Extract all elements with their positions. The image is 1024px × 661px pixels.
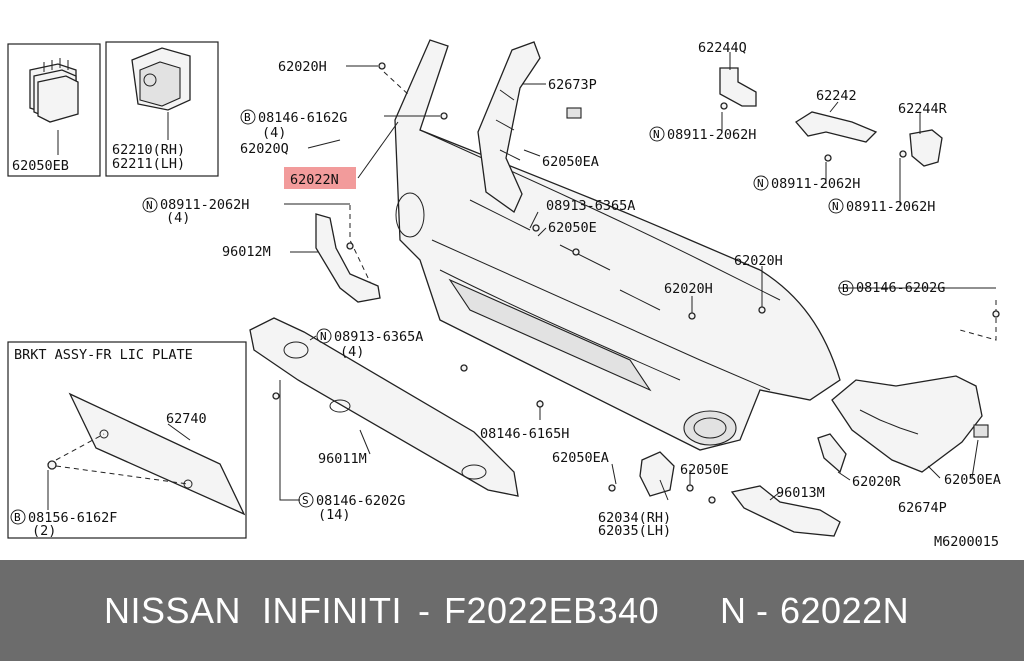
label-62244Q: 62244Q <box>698 40 747 56</box>
label-62020Q: 62020Q <box>240 141 289 157</box>
clip-stack-icon <box>29 58 79 123</box>
inset-box-lic-plate: BRKT ASSY-FR LIC PLATE <box>7 341 247 539</box>
parts-diagram: 62050EB 62210(RH) 62211(LH) <box>7 39 1001 550</box>
label-96011M: 96011M <box>318 451 367 467</box>
label-08911-left-qty: (4) <box>166 210 190 226</box>
prefix-N-2: N <box>653 128 660 141</box>
label-08146-6202G-low: 08146-6202G <box>316 493 405 509</box>
label-62050EA-top: 62050EA <box>542 154 599 170</box>
label-62211LH: 62211(LH) <box>112 156 185 172</box>
bolt-62244R <box>899 150 907 158</box>
clip-62050EA-right <box>973 424 989 438</box>
prefix-B-3: B <box>14 511 21 524</box>
label-62210RH: 62210(RH) <box>112 142 185 158</box>
bolt-62244Q <box>720 102 728 110</box>
label-62022N: 62022N <box>290 172 339 188</box>
lic-plate-title: BRKT ASSY-FR LIC PLATE <box>14 347 193 363</box>
label-62244R: 62244R <box>898 101 948 117</box>
label-08913-6365A-low: 08913-6365A <box>334 329 423 345</box>
footer-dash-1: - <box>418 590 431 631</box>
label-62673P: 62673P <box>548 77 597 93</box>
front-bumper-fascia <box>394 39 841 451</box>
clip-62050EA-top <box>566 107 582 119</box>
fasteners <box>272 62 1000 504</box>
label-08146-6202G-low-qty: (14) <box>318 507 351 523</box>
label-62242: 62242 <box>816 88 857 104</box>
bolt-08156 <box>47 460 57 470</box>
footer-part-number: 62022N <box>780 590 910 631</box>
footer-oem-number: F2022EB340 <box>444 590 660 631</box>
label-62035: 62035(LH) <box>598 523 671 539</box>
label-62034: 62034(RH) <box>598 510 671 526</box>
bracket-cap-icon <box>131 47 191 111</box>
footer-brand: NISSAN INFINITI <box>104 590 403 631</box>
prefix-S-1: S <box>302 494 309 507</box>
prefix-N-3: N <box>757 177 764 190</box>
leader-lines <box>47 52 997 510</box>
label-96013M: 96013M <box>776 485 825 501</box>
label-62020R: 62020R <box>852 474 902 490</box>
label-08146-6202G-right: 08146-6202G <box>856 280 945 296</box>
prefix-N-5: N <box>320 330 327 343</box>
label-08913-6365A-low-qty: (4) <box>340 344 364 360</box>
footer-dash-2: - <box>756 590 769 631</box>
label-08913-6365A-top: 08913-6365A <box>546 198 635 214</box>
label-62020H-top: 62020H <box>278 59 327 75</box>
label-08156-6162F-qty: (2) <box>32 523 56 539</box>
label-62674P: 62674P <box>898 500 947 516</box>
label-08911-right: 08911-2062H <box>846 199 935 215</box>
bracket-62244R <box>909 129 943 167</box>
prefix-B-1: B <box>244 111 251 124</box>
label-62020H-mid: 62020H <box>664 281 713 297</box>
inset-box-clips: 62050EB <box>7 43 101 177</box>
label-08146-6162G: 08146-6162G <box>258 110 347 126</box>
fog-bezel-62034 <box>639 451 675 497</box>
label-62020H-right: 62020H <box>734 253 783 269</box>
highlight-62022N <box>284 167 356 189</box>
diagram-id: M6200015 <box>934 534 999 550</box>
label-96012M: 96012M <box>222 244 271 260</box>
label-62050EA-right: 62050EA <box>944 472 1001 488</box>
label-08911-mid: 08911-2062H <box>771 176 860 192</box>
label-62050E-low: 62050E <box>680 462 729 478</box>
label-62050EB: 62050EB <box>12 158 69 174</box>
callout-labels: 62020H 08146-6162G (4) 62020Q 62022N 089… <box>28 40 1001 550</box>
label-62050E-top: 62050E <box>548 220 597 236</box>
prefix-N-1: N <box>146 199 153 212</box>
label-08156-6162F: 08156-6162F <box>28 510 117 526</box>
bracket-96013M <box>730 485 841 537</box>
reinforcement-96011M <box>249 317 519 497</box>
label-62740: 62740 <box>166 411 207 427</box>
footer-banner: NISSAN INFINITI - F2022EB340 N - 62022N <box>0 560 1024 661</box>
label-08911-q: 08911-2062H <box>667 127 756 143</box>
label-08911-left: 08911-2062H <box>160 197 249 213</box>
prefix-B-2: B <box>842 282 849 295</box>
label-08146-6162G-qty: (4) <box>262 125 286 141</box>
footer-n-prefix: N <box>720 590 747 631</box>
prefix-N-4: N <box>832 200 839 213</box>
label-62050EA-low: 62050EA <box>552 450 609 466</box>
label-08146-6165H: 08146-6165H <box>480 426 569 442</box>
prefix-marks: B N N N N B N S B <box>10 109 854 525</box>
cover-62020R <box>817 433 847 474</box>
bracket-62242 <box>795 111 878 143</box>
side-bracket-62674P <box>831 375 983 473</box>
inset-box-bracket: 62210(RH) 62211(LH) <box>105 41 219 177</box>
side-bracket-62673P <box>477 41 541 213</box>
bolt-62242 <box>824 154 832 162</box>
bracket-96012M <box>315 213 381 303</box>
bracket-62244Q <box>719 67 757 107</box>
